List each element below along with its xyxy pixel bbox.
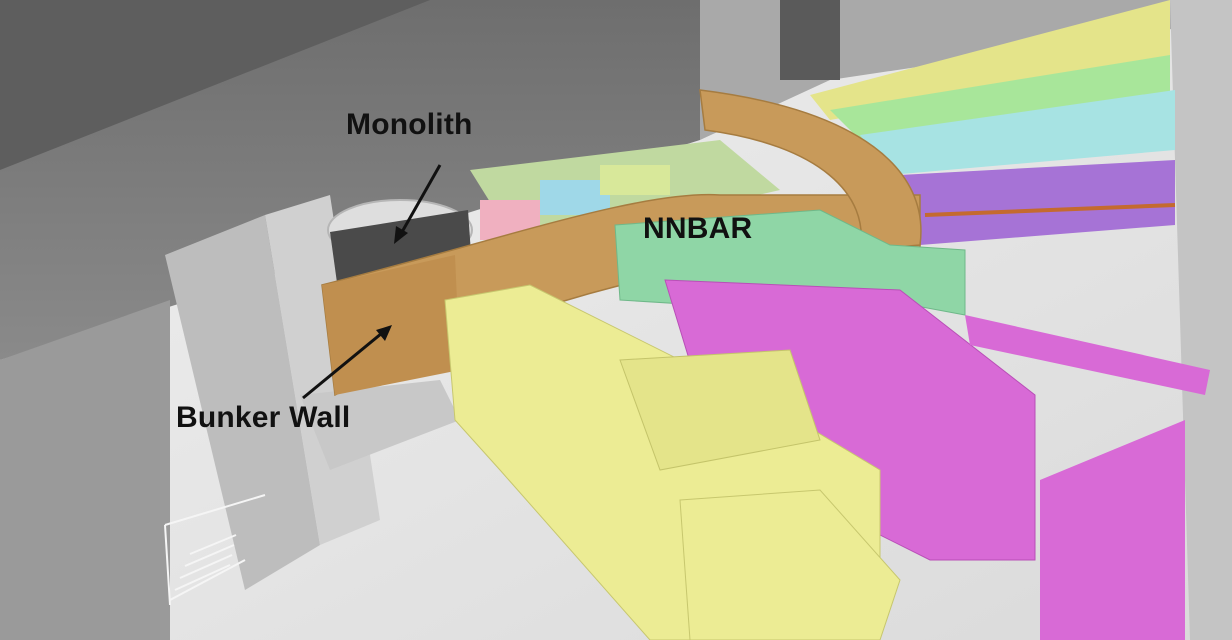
- beamline-green-far: [830, 55, 1170, 140]
- hall-right-wall: [1170, 0, 1232, 640]
- hall-far-door: [780, 0, 840, 80]
- left-lower-wall: [0, 300, 170, 640]
- annotation-arrow-monolith: [394, 164, 442, 244]
- equipment-block: [600, 165, 670, 195]
- bunker-wall-arc: [699, 89, 922, 251]
- equipment-block: [540, 180, 610, 215]
- hall-ceiling-shadow: [0, 0, 430, 170]
- beamline-guide: [924, 203, 1176, 217]
- staircase: [164, 494, 266, 606]
- concrete-pillar: [165, 215, 320, 590]
- beamline-yellow-far: [810, 0, 1170, 120]
- label-monolith: Monolith: [346, 108, 473, 141]
- floor-ledge: [300, 380, 460, 470]
- label-nnbar: NNBAR: [643, 212, 753, 245]
- beamline-cyan-far: [860, 90, 1175, 175]
- magenta-rack: [1040, 420, 1185, 640]
- yellow-lower-platform: [679, 489, 901, 640]
- magenta-pipe: [965, 315, 1210, 395]
- annotation-arrow-bunker-wall: [302, 325, 392, 400]
- beamline-violet-far: [900, 160, 1175, 245]
- yellow-cabinets: [619, 349, 821, 471]
- bunker-wall-front: [322, 255, 460, 395]
- label-bunker-wall: Bunker Wall: [176, 401, 351, 434]
